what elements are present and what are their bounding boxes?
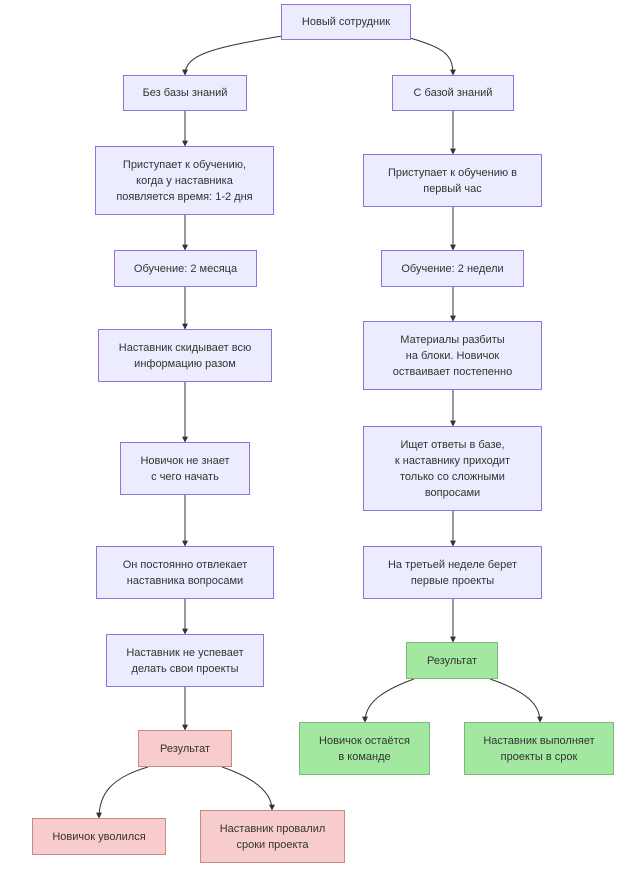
edge-left-result-to-out-2 xyxy=(221,766,275,811)
node-without-knowledge-base: Без базы знаний xyxy=(123,75,247,111)
node-right-takes-projects: На третьей неделе берет первые проекты xyxy=(363,546,542,599)
node-right-materials-blocks: Материалы разбиты на блоки. Новичок оств… xyxy=(363,321,542,390)
edge-root-to-no-base xyxy=(182,35,283,76)
node-left-mentor-dumps-info: Наставник скидывает всю информацию разом xyxy=(98,329,272,382)
node-left-outcome-newbie-quit: Новичок уволился xyxy=(32,818,166,855)
node-right-outcome-newbie-stays: Новичок остаётся в команде xyxy=(299,722,430,775)
edge-right-result-to-out-2 xyxy=(489,678,543,723)
node-right-training-duration: Обучение: 2 недели xyxy=(381,250,524,287)
node-new-employee: Новый сотрудник xyxy=(281,4,411,40)
node-right-result: Результат xyxy=(406,642,498,679)
node-left-distracts-mentor: Он постоянно отвлекает наставника вопрос… xyxy=(96,546,274,599)
node-right-starts-training: Приступает к обучению в первый час xyxy=(363,154,542,207)
node-left-starts-training: Приступает к обучению, когда у наставник… xyxy=(95,146,274,215)
node-left-result: Результат xyxy=(138,730,232,767)
node-left-training-duration: Обучение: 2 месяца xyxy=(114,250,257,287)
node-with-knowledge-base: С базой знаний xyxy=(392,75,514,111)
edge-left-result-to-out-1 xyxy=(96,766,149,819)
node-right-searches-base: Ищет ответы в базе, к наставнику приходи… xyxy=(363,426,542,511)
node-left-mentor-overloaded: Наставник не успевает делать свои проект… xyxy=(106,634,264,687)
node-left-newbie-lost: Новичок не знает с чего начать xyxy=(120,442,250,495)
node-left-outcome-deadline-missed: Наставник провалил сроки проекта xyxy=(200,810,345,863)
edge-root-to-with-base xyxy=(409,37,456,76)
node-right-outcome-projects-on-time: Наставник выполняет проекты в срок xyxy=(464,722,614,775)
edge-right-result-to-out-1 xyxy=(362,678,415,723)
